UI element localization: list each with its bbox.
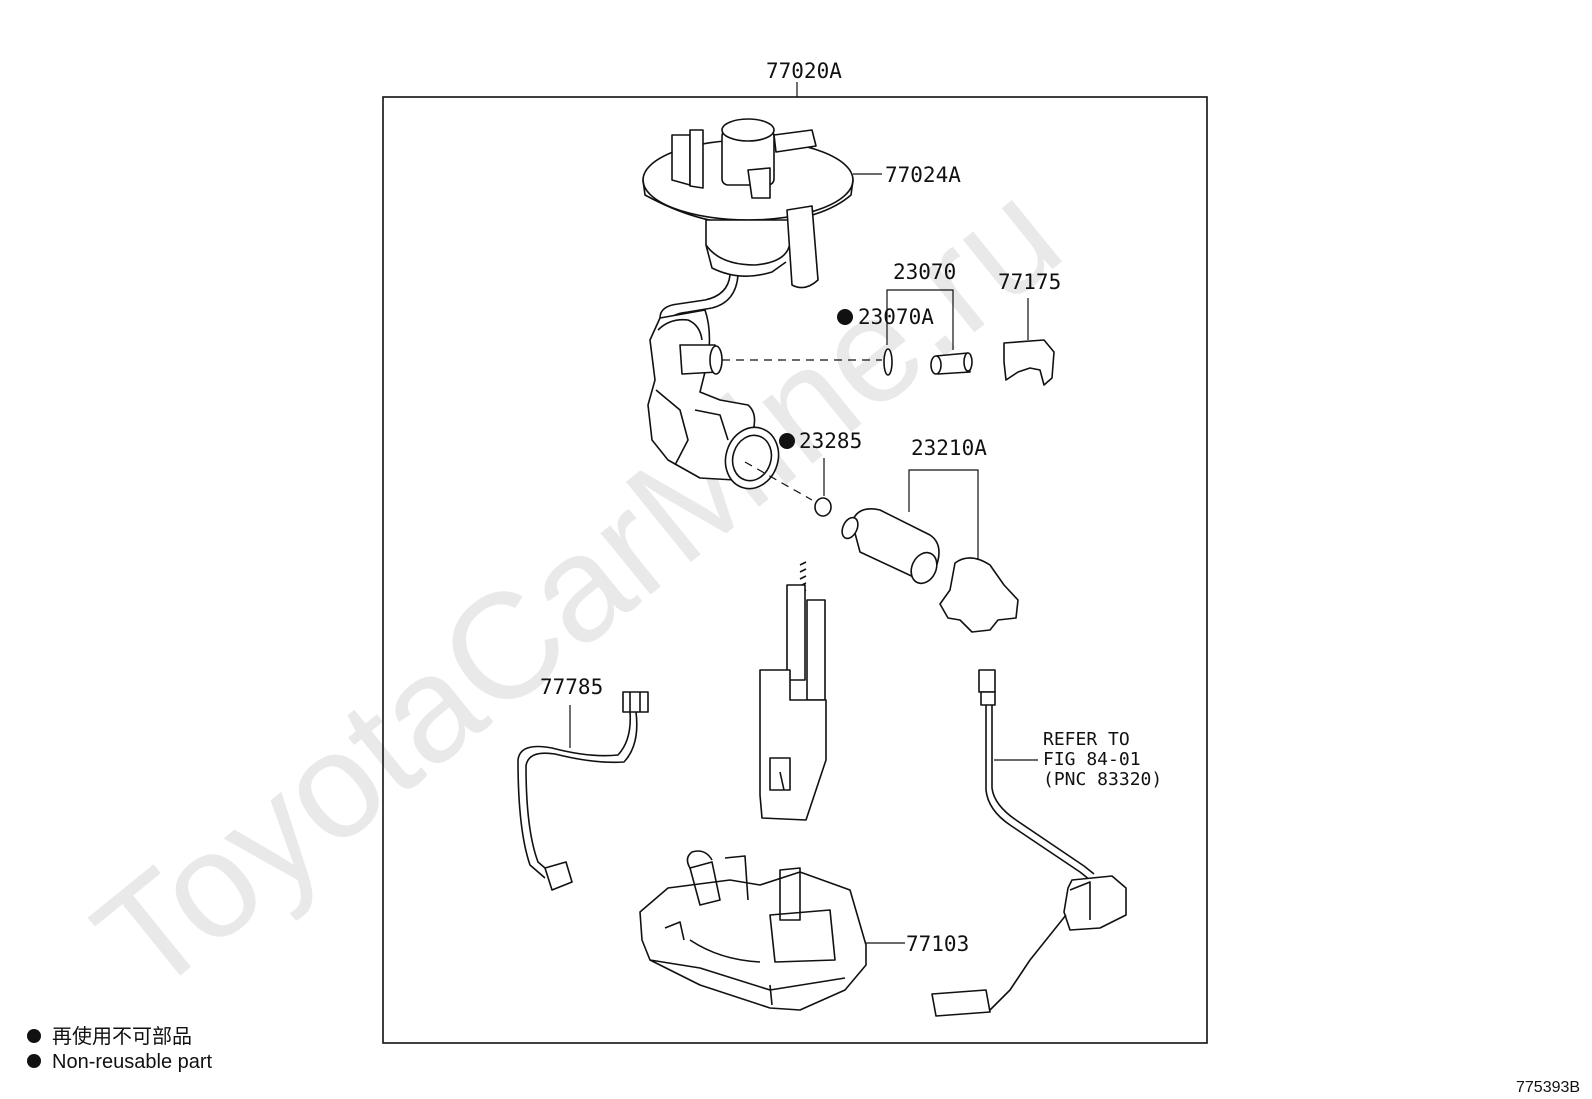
figure-code: 775393B [1516,1079,1580,1096]
legend-dot-jp [27,1029,41,1043]
refer-note-line2[interactable]: FIG 84-01 [1043,749,1141,770]
pump-bracket-part [647,309,780,490]
retainer-part [1003,339,1055,386]
sender-gauge-part [931,669,1127,1017]
legend-text-en: Non-reusable part [52,1051,213,1073]
flange-part [642,118,854,323]
assembly-frame [382,96,1208,1044]
label-77103[interactable]: 77103 [906,932,969,956]
slide-bracket-part [759,561,827,821]
legend-text-jp: 再使用不可部品 [52,1025,192,1048]
oring-23285 [814,497,832,517]
label-77175[interactable]: 77175 [998,270,1061,294]
label-23070[interactable]: 23070 [893,260,956,284]
wire-harness-part [517,691,649,891]
legend-dot-en [27,1054,41,1068]
non-reusable-mark-23285 [779,433,795,449]
label-77020A[interactable]: 77020A [766,59,842,83]
label-77024A[interactable]: 77024A [885,163,961,187]
refer-note-line1[interactable]: REFER TO [1043,729,1130,750]
non-reusable-mark-23070A [837,309,853,325]
label-77785[interactable]: 77785 [540,675,603,699]
label-23070A[interactable]: 23070A [858,305,934,329]
check-valve-part [930,352,973,375]
oring-23070A [883,348,893,376]
refer-note-line3[interactable]: (PNC 83320) [1043,769,1162,790]
label-23285[interactable]: 23285 [799,429,862,453]
label-23210A[interactable]: 23210A [911,436,987,460]
cup-part [639,850,867,1011]
fuel-pump-part [841,508,1019,633]
